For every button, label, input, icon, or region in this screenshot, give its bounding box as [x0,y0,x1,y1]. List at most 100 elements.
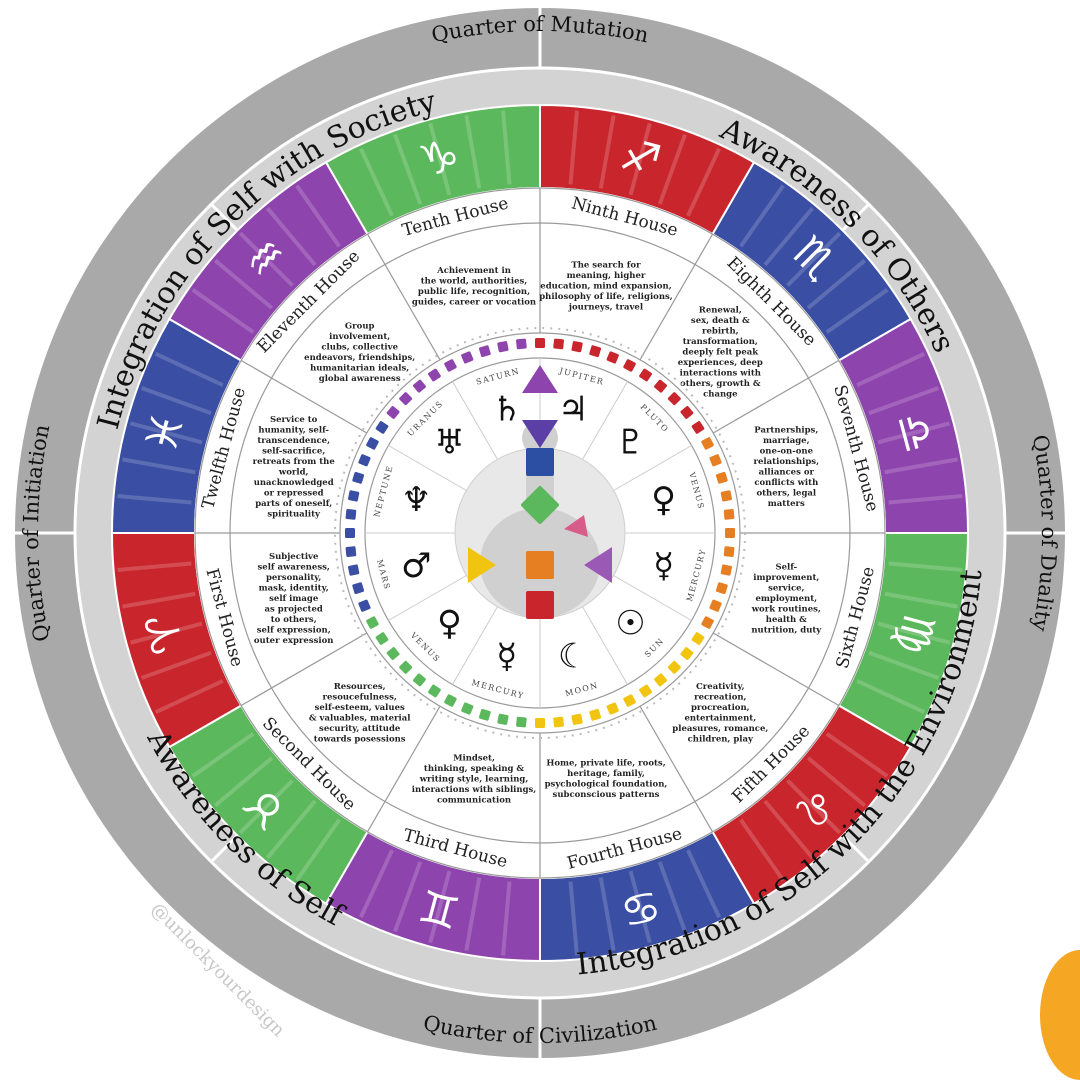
house-desc-first: mask, identity, [259,583,329,593]
gate-square [680,647,694,660]
g-center [521,486,559,524]
gate-square [553,716,564,728]
house-desc-ninth: philosophy of life, religions, [539,292,673,302]
house-desc-first: personality, [266,573,321,583]
gate-square [720,490,732,502]
house-desc-fifth: recreation, [694,693,746,703]
sign-pattern [117,561,192,572]
gate-square [516,716,527,728]
house-desc-twelfth: Service to [270,415,318,425]
planet-divider [388,445,467,491]
house-desc-tenth: guides, career or vocation [412,297,536,307]
sign-pattern [238,779,294,835]
house-desc-third: communication [437,795,511,805]
gate-square [348,490,360,502]
gate-square [654,673,667,687]
house-desc-second: & valuables, material [309,714,411,724]
sign-pattern [825,732,889,778]
gate-square [352,471,365,484]
gate-square [654,379,667,393]
sign-pattern [129,621,203,645]
sign-pattern [393,861,423,933]
gate-square [725,528,735,538]
gate-square [535,718,545,728]
house-desc-tenth: public life, recognition, [418,287,530,297]
house-desc-sixth: health & [766,615,807,625]
sign-pattern [877,421,951,445]
house-desc-first: self awareness, [258,562,330,572]
house-desc-fifth: procreation, [691,703,750,713]
uranus-icon: ♅ [434,422,464,462]
house-desc-twelfth: unacknowledged [254,478,334,488]
gate-square [497,713,509,725]
sign-pattern [393,133,423,205]
gate-square [680,406,694,419]
gate-square [589,345,602,358]
house-desc-seventh: one-on-one [760,446,814,456]
house-desc-third: thinking, speaking & [424,764,525,774]
venus-icon: ♀ [651,480,676,520]
house-desc-third: Mindset, [453,753,495,763]
gate-square [589,708,602,721]
mars-icon: ♂ [401,546,431,586]
planet-divider [388,575,467,621]
sign-pattern [501,110,512,185]
planet-divider [582,606,628,685]
sign-pattern [657,133,687,205]
house-desc-eleventh: Group [345,321,375,331]
gate-square [701,616,714,629]
house-divider [240,359,368,434]
ajna-center [522,420,558,448]
house-desc-sixth: Self- [775,562,797,572]
spleen-center [468,547,496,583]
gate-square [348,564,360,576]
heart-center [564,515,588,537]
house-desc-twelfth: parts of oneself, [255,499,332,509]
sign-pattern [884,457,958,475]
sign-pattern [888,494,963,505]
house-desc-twelfth: or repressed [264,488,324,498]
sign-pattern [884,591,958,609]
gate-square [623,359,636,372]
head-center [522,365,558,393]
gate-square [715,582,728,595]
sign-pattern [786,779,842,835]
sign-pattern [358,849,394,919]
sign-pattern [265,799,317,860]
gate-square [478,708,491,721]
house-desc-twelfth: self-sacrifice, [262,446,325,456]
gate-square [701,437,714,450]
house-desc-first: outer expression [254,636,334,646]
dotted-ring [334,327,746,739]
gate-square [553,338,564,350]
gate-square [413,673,426,687]
house-desc-eighth: change [703,390,738,400]
house-divider [712,632,840,707]
sign-pattern [191,288,255,334]
planet-divider [613,445,692,491]
house-desc-eighth: sex, death & [691,316,750,326]
house-divider [639,705,714,833]
gate-square [720,564,732,576]
gate-square [345,509,357,520]
house-desc-fourth: heritage, family, [567,769,645,779]
sign-pattern [825,288,889,334]
gate-square [461,351,474,364]
gate-square [366,437,379,450]
pluto-icon: ♇ [615,422,645,462]
house-desc-first: to others, [271,615,317,625]
sign-pattern [763,799,815,860]
mercury-icon: ☿ [496,637,517,677]
venus-icon: ♀ [437,604,462,644]
throat-center [526,448,554,476]
gate-square [723,509,735,520]
house-desc-seventh: conflicts with [754,478,818,488]
moon-icon: ☾ [558,637,588,677]
house-desc-eighth: rebirth, [702,327,739,337]
gate-square [691,421,705,434]
gate-square [606,351,619,364]
sign-pattern [806,756,867,808]
house-desc-fifth: children, play [688,735,754,745]
gate-square [358,454,371,467]
